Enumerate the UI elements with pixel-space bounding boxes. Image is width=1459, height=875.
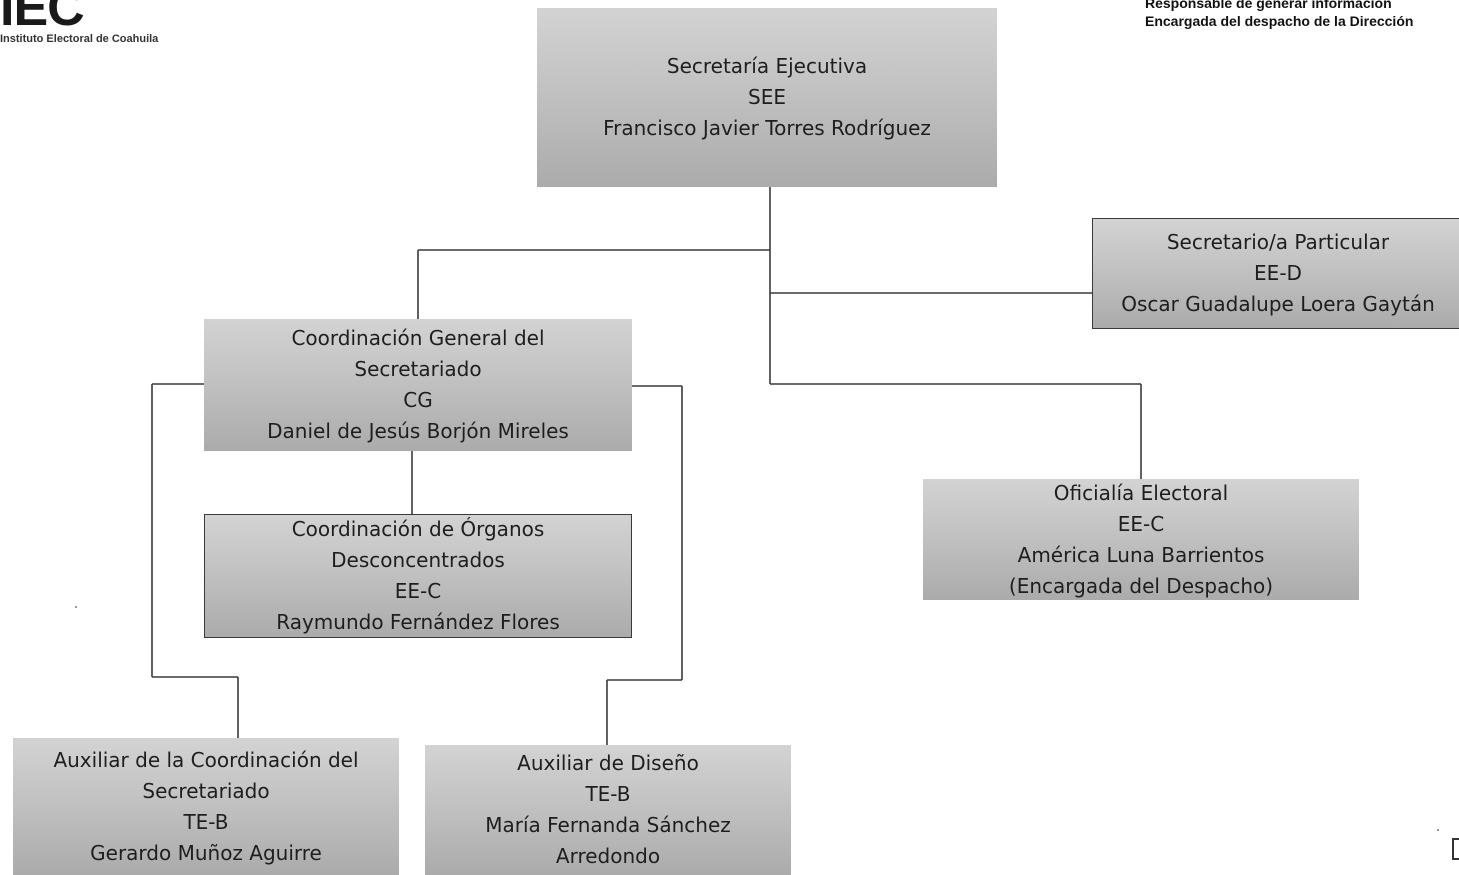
node-auxiliar-diseno: Auxiliar de Diseño TE-B María Fernanda S… <box>425 745 791 875</box>
node-person-line1: María Fernanda Sánchez <box>485 813 731 837</box>
node-coordinacion-general: Coordinación General del Secretariado CG… <box>204 319 632 451</box>
node-secretario-particular: Secretario/a Particular EE-D Oscar Guada… <box>1092 218 1459 329</box>
node-title-line2: Desconcentrados <box>331 548 505 572</box>
node-title-line2: Secretariado <box>142 778 270 803</box>
header-note-responsable: Responsable de generar información <box>1145 0 1392 11</box>
node-coordinacion-organos: Coordinación de Órganos Desconcentrados … <box>204 514 632 638</box>
logo-subtitle: Instituto Electoral de Coahuila <box>0 33 159 45</box>
node-person: Raymundo Fernández Flores <box>276 610 560 634</box>
node-title-line2: Secretariado <box>354 357 482 381</box>
node-code: TE-B <box>585 782 631 806</box>
node-auxiliar-coordinacion: Auxiliar de la Coordinación del Secretar… <box>13 738 399 875</box>
node-oficialia-electoral: Oficialía Electoral EE-C América Luna Ba… <box>923 479 1359 600</box>
header-note-encargada: Encargada del despacho de la Dirección <box>1145 13 1414 29</box>
header-notes: Responsable de generar información Encar… <box>1145 0 1459 30</box>
node-code: SEE <box>748 85 786 109</box>
iec-logo: IEC Instituto Electoral de Coahuila <box>0 0 200 50</box>
node-title: Secretaría Ejecutiva <box>666 54 868 78</box>
node-title: Oficialía Electoral <box>1053 480 1229 505</box>
node-person: Francisco Javier Torres Rodríguez <box>603 116 931 140</box>
node-note: (Encargada del Despacho) <box>1008 573 1274 598</box>
scan-speck <box>75 606 77 608</box>
scan-speck <box>1437 829 1439 831</box>
node-title-line1: Coordinación de Órganos <box>291 517 545 541</box>
node-code: EE-C <box>394 579 442 603</box>
logo-mark: IEC <box>0 0 85 37</box>
node-title: Auxiliar de Diseño <box>517 751 699 775</box>
node-title-line1: Coordinación General del <box>291 326 545 350</box>
node-secretaria-ejecutiva: Secretaría Ejecutiva SEE Francisco Javie… <box>537 8 997 187</box>
node-title-line1: Auxiliar de la Coordinación del <box>53 747 359 772</box>
node-code: EE-C <box>1117 511 1165 536</box>
page-edge-mark <box>1452 838 1459 860</box>
node-code: EE-D <box>1254 261 1302 285</box>
node-title: Secretario/a Particular <box>1166 230 1390 254</box>
node-code: TE-B <box>183 809 229 834</box>
node-code: CG <box>403 388 433 412</box>
node-person: América Luna Barrientos <box>1017 542 1265 567</box>
node-person: Gerardo Muñoz Aguirre <box>90 840 322 865</box>
node-person: Oscar Guadalupe Loera Gaytán <box>1121 292 1435 316</box>
node-person-line2: Arredondo <box>555 844 661 868</box>
node-person: Daniel de Jesús Borjón Mireles <box>267 419 569 443</box>
